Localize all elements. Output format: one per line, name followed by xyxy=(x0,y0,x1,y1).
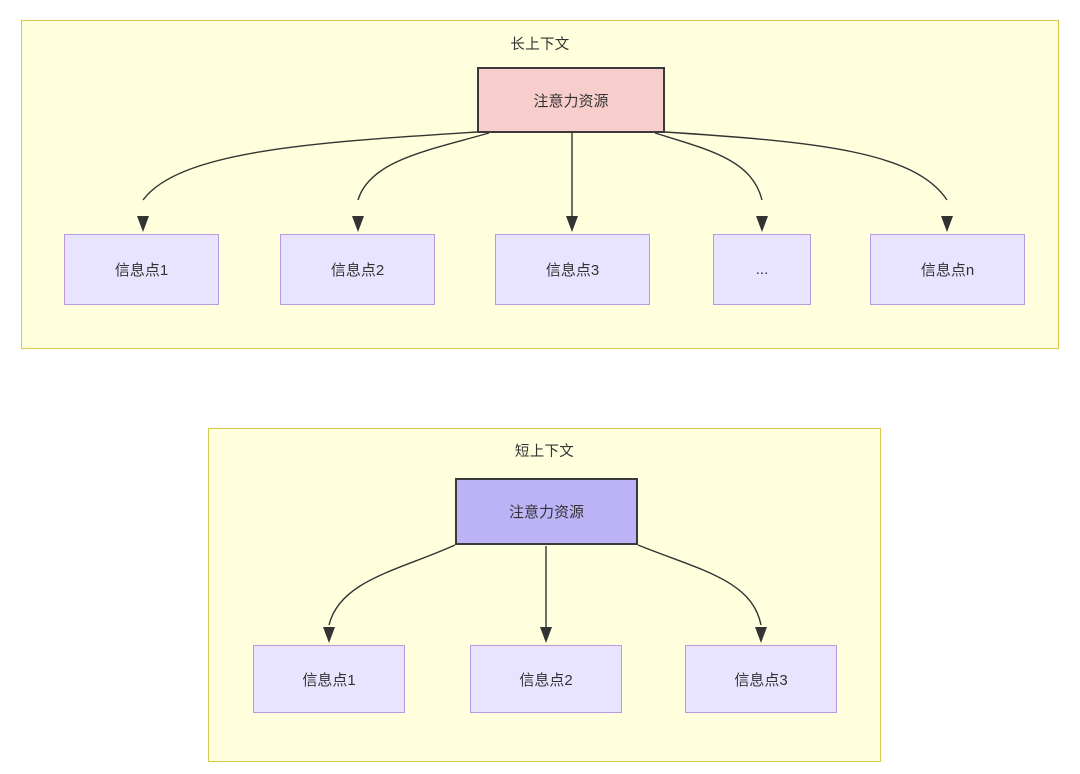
node-attention-resource-long-label: 注意力资源 xyxy=(533,92,609,110)
node-info-point-1-long[interactable]: 信息点1 xyxy=(64,234,219,305)
node-info-point-3-long[interactable]: 信息点3 xyxy=(495,234,650,305)
node-info-point-3-long-label: 信息点3 xyxy=(545,262,600,279)
node-info-point-n-long[interactable]: 信息点n xyxy=(870,234,1025,305)
node-info-point-3-short-label: 信息点3 xyxy=(734,671,788,689)
node-attention-resource-short-label: 注意力资源 xyxy=(508,504,584,521)
node-attention-resource-long[interactable]: 注意力资源 xyxy=(477,67,665,133)
node-info-point-2-long[interactable]: 信息点2 xyxy=(280,234,435,305)
node-info-point-1-short[interactable]: 信息点1 xyxy=(253,645,405,713)
node-info-point-ellipsis-long-label: ... xyxy=(755,261,769,278)
node-attention-resource-short[interactable]: 注意力资源 xyxy=(455,478,638,545)
node-info-point-n-long-label: 信息点n xyxy=(920,262,975,279)
group-short-context-title: 短上下文 xyxy=(514,444,575,460)
node-info-point-2-short[interactable]: 信息点2 xyxy=(470,645,622,713)
node-info-point-2-short-label: 信息点2 xyxy=(519,671,573,689)
group-long-context-title: 长上下文 xyxy=(510,37,570,53)
node-info-point-1-long-label: 信息点1 xyxy=(114,262,169,279)
node-info-point-ellipsis-long[interactable]: ... xyxy=(713,234,811,305)
node-info-point-3-short[interactable]: 信息点3 xyxy=(685,645,837,713)
node-info-point-1-short-label: 信息点1 xyxy=(302,671,356,689)
node-info-point-2-long-label: 信息点2 xyxy=(330,262,385,279)
